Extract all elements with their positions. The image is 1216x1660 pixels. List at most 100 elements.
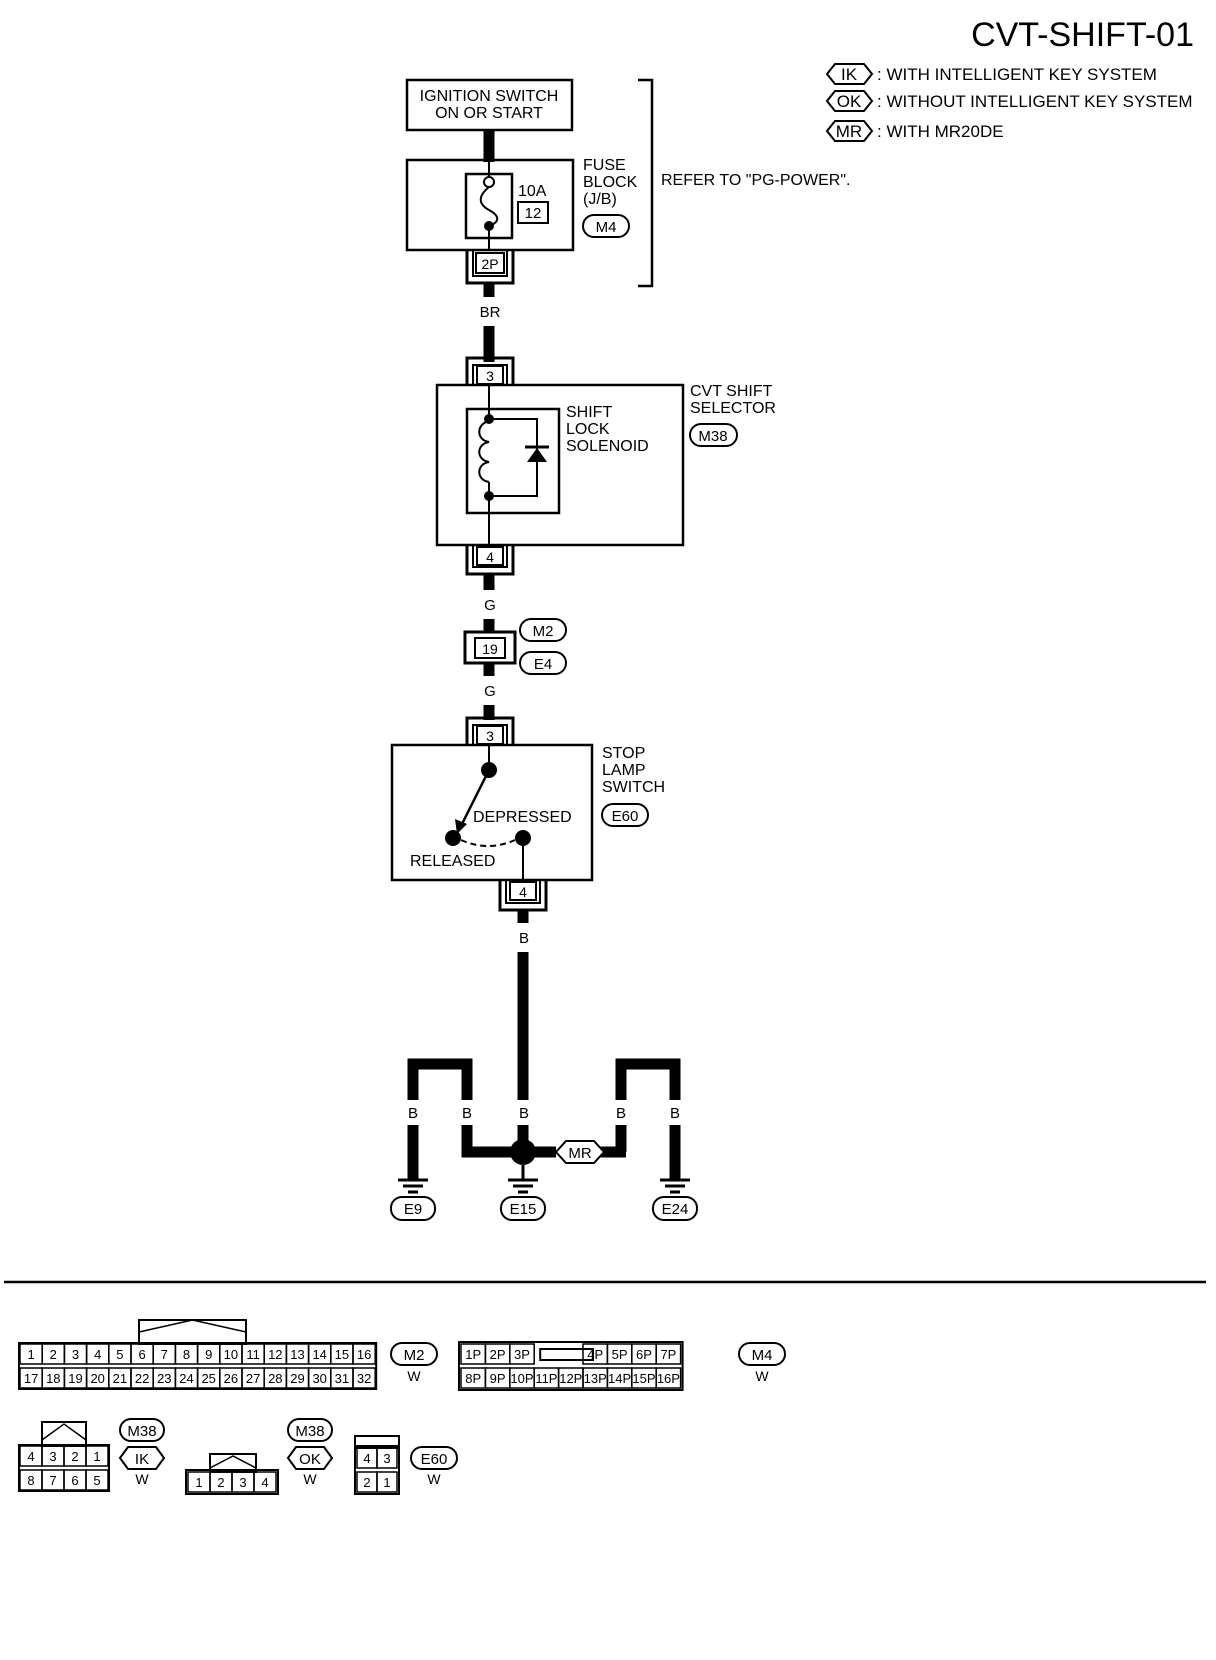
m4-row1a-pin: 1P (465, 1347, 481, 1362)
m38-ok-badge (287, 1418, 333, 1442)
legend-item-mr: MR : WITH MR20DE (825, 120, 1004, 142)
joint-connector-19: 19 M2 E4 (463, 618, 567, 675)
e60-row2-cell (376, 1471, 398, 1493)
m4-row1b-cell (655, 1343, 682, 1365)
m38-ok-tag (286, 1446, 334, 1470)
terminal-shift-4-label: 4 (486, 549, 494, 565)
m38-ok-row1-pin: 2 (217, 1475, 224, 1490)
m38-ik-row1-pin: 4 (27, 1449, 34, 1464)
m4-id: M4 (752, 1347, 773, 1364)
e60-row1-pin: 3 (383, 1451, 390, 1466)
m2-row1-pin: 14 (312, 1347, 326, 1362)
solenoid-label-1: SHIFT (566, 404, 612, 421)
m38-ik-color: W (135, 1471, 149, 1487)
m38-ik-row1-pin: 2 (71, 1449, 78, 1464)
m38-ik-row2-cell (85, 1469, 109, 1491)
e60-color: W (427, 1471, 441, 1487)
m2-row1-pin: 15 (335, 1347, 349, 1362)
fuse-block-connector: M4 (596, 219, 617, 236)
m38-ok-row1-cell (253, 1471, 277, 1493)
m2-row2-pin: 17 (24, 1371, 38, 1386)
m38-ik-row1-cell (85, 1445, 109, 1467)
terminal-2p-label: 2P (481, 256, 498, 272)
stop-lamp-label-1: STOP (602, 745, 645, 762)
refer-bracket: REFER TO "PG-POWER". (638, 78, 850, 288)
m2-row2-pin: 26 (224, 1371, 238, 1386)
joint-connector-top: M2 (533, 623, 554, 640)
m2-row2-pin: 25 (201, 1371, 215, 1386)
shift-selector-connector: M38 (698, 428, 727, 445)
solenoid-coil-icon (478, 414, 496, 501)
m38-ok-row1-pin: 3 (239, 1475, 246, 1490)
shift-selector-label-2: SELECTOR (690, 400, 776, 417)
m38-ik-row2-pin: 6 (71, 1473, 78, 1488)
m2-row2-pin: 32 (357, 1371, 371, 1386)
m4-row2-pin: 16P (657, 1371, 680, 1386)
terminal-stop-4: 4 (498, 880, 548, 912)
ground-e9-icon (398, 1178, 428, 1194)
fuse-block-label-2: BLOCK (583, 174, 638, 191)
m2-row2-pin: 30 (312, 1371, 326, 1386)
m2-row1-pin: 8 (183, 1347, 190, 1362)
diode-icon (489, 418, 549, 497)
m2-row2-pin: 21 (113, 1371, 127, 1386)
mr-branch-tag: MR (554, 1140, 606, 1164)
m38-ik-row2-pin: 5 (93, 1473, 100, 1488)
legend-text-ok: : WITHOUT INTELLIGENT KEY SYSTEM (877, 92, 1193, 111)
m2-row1-pin: 9 (205, 1347, 212, 1362)
splice-point (510, 1139, 536, 1165)
mr-branch-label: MR (568, 1145, 591, 1162)
m4-row2-pin: 9P (490, 1371, 506, 1386)
stop-lamp-connector: E60 (612, 808, 639, 825)
shift-selector-label-1: CVT SHIFT (690, 383, 773, 400)
e60-row2-pin: 2 (363, 1475, 370, 1490)
m2-row2-pin: 20 (90, 1371, 104, 1386)
fuse-number: 12 (525, 205, 542, 222)
ground-e15-label: E15 (510, 1201, 537, 1218)
joint-connector-bottom: E4 (534, 656, 552, 673)
m4-row2-pin: 11P (535, 1371, 557, 1386)
m2-row2-cell (352, 1367, 376, 1389)
ground-loop-e9: B B (407, 1058, 523, 1180)
wire-label-b-e24-left: B (616, 1105, 626, 1122)
m2-row1-pin: 1 (27, 1347, 34, 1362)
e60-row1-cell (376, 1447, 398, 1469)
m38-ok-id: M38 (295, 1423, 324, 1440)
m4-row2-pin: 8P (465, 1371, 481, 1386)
wire-label-b-e15-left: B (462, 1105, 472, 1122)
legend-text-ik: : WITH INTELLIGENT KEY SYSTEM (877, 65, 1157, 84)
m4-badge (738, 1342, 786, 1366)
m4-row2-pin: 13P (584, 1371, 607, 1386)
terminal-shift-3-label: 3 (486, 368, 494, 384)
released-label: RELEASED (410, 853, 495, 870)
m2-id: M2 (404, 1347, 425, 1364)
diagram-title: CVT-SHIFT-01 (971, 16, 1194, 54)
m2-row1-pin: 4 (94, 1347, 101, 1362)
m2-row1-pin: 2 (50, 1347, 57, 1362)
m38-ok-row1-pin: 1 (195, 1475, 202, 1490)
ground-loop-e24: B B (600, 1058, 681, 1180)
ground-labels: E9 E15 E24 (390, 1196, 698, 1221)
solenoid-label-2: LOCK (566, 421, 610, 438)
m2-row1-pin: 3 (72, 1347, 79, 1362)
m4-row1a-pin: 3P (514, 1347, 530, 1362)
ground-e24-label: E24 (662, 1201, 689, 1218)
terminal-shift-3: 3 (465, 356, 515, 385)
terminal-stop-3-label: 3 (486, 728, 494, 744)
m2-row2-pin: 23 (157, 1371, 171, 1386)
ignition-label-line1: IGNITION SWITCH (420, 88, 559, 105)
m38-ik-badge (119, 1418, 165, 1442)
e60-badge (410, 1446, 458, 1470)
ground-e15-icon (508, 1178, 538, 1194)
e60-row1-pin: 4 (363, 1451, 370, 1466)
m38-ik-row1-pin: 1 (93, 1449, 100, 1464)
refer-text: REFER TO "PG-POWER". (661, 172, 850, 189)
m4-row1b-pin: 5P (612, 1347, 628, 1362)
legend-text-mr: : WITH MR20DE (877, 122, 1004, 141)
e60-id: E60 (421, 1451, 448, 1468)
m2-row1-pin: 11 (246, 1347, 260, 1362)
